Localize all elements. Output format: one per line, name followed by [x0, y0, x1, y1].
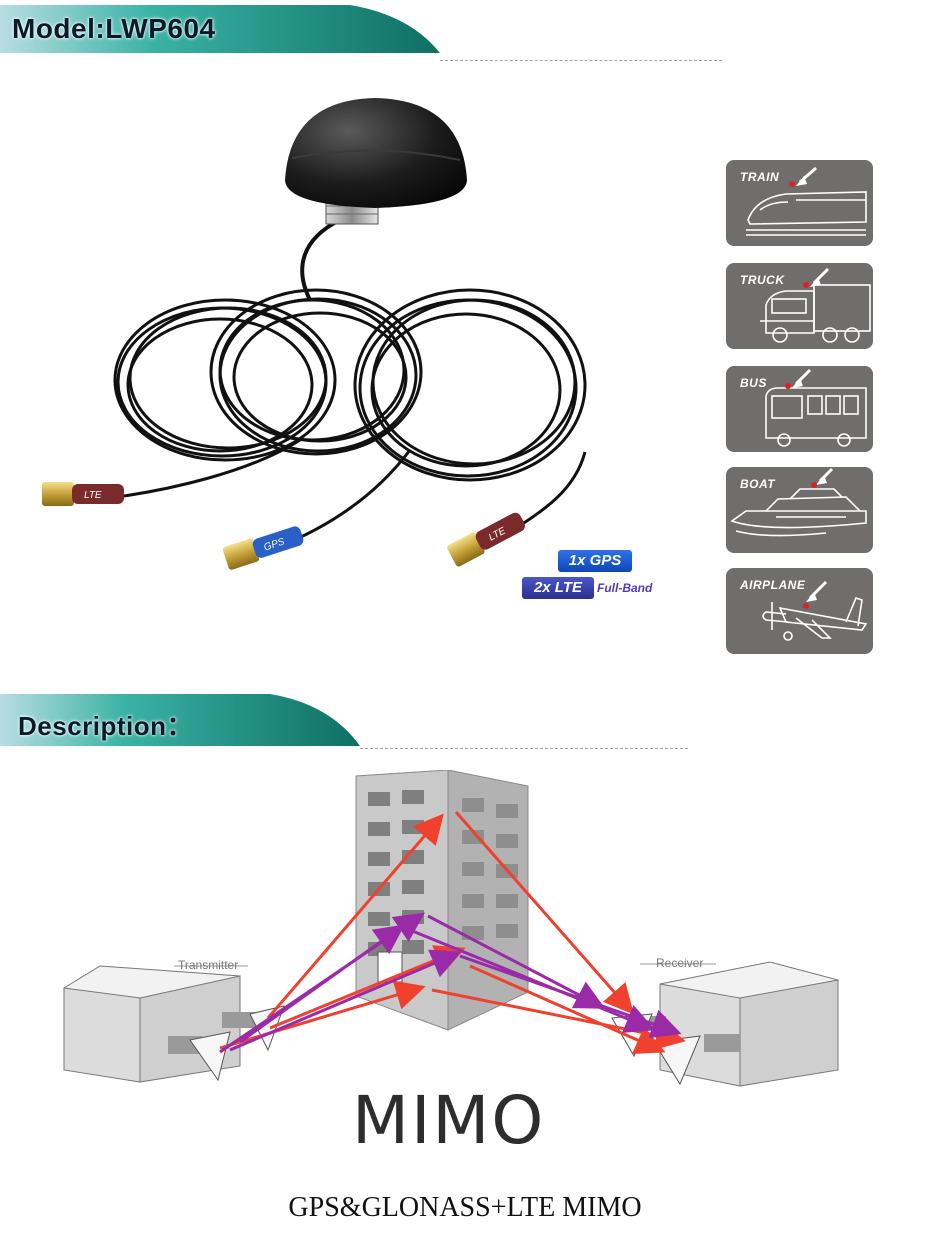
- banner-rule: [440, 60, 722, 61]
- lte-connector-left: LTE: [42, 482, 124, 506]
- full-band-note: Full-Band: [597, 581, 653, 595]
- gps-connector: GPS: [222, 526, 304, 570]
- connector-label: LTE: [84, 490, 102, 501]
- gps-badge: 1x GPS: [558, 550, 632, 572]
- antenna-dome: [285, 98, 467, 208]
- airplane-icon: [762, 580, 868, 641]
- model-banner: Model:LWP604: [0, 5, 730, 61]
- receiver: [611, 961, 839, 1087]
- transmitter-label: Transmitter: [178, 958, 238, 972]
- vehicle-card-bus: BUS: [726, 366, 873, 452]
- spec-badges: 1x GPS 2x LTE Full-Band: [520, 548, 680, 608]
- vehicle-label: BOAT: [740, 477, 776, 491]
- vehicle-label: TRUCK: [740, 273, 785, 287]
- vehicle-card-train: TRAIN: [726, 160, 873, 246]
- vehicle-label: AIRPLANE: [740, 578, 806, 592]
- vehicle-card-airplane: AIRPLANE: [726, 568, 873, 654]
- train-icon: [746, 166, 867, 236]
- lte-badge: 2x LTE: [522, 577, 594, 599]
- footer-caption: GPS&GLONASS+LTE MIMO: [288, 1192, 642, 1223]
- truck-icon: [760, 267, 871, 343]
- boat-icon: [730, 467, 867, 537]
- mimo-diagram: Transmitter Receiver: [63, 770, 839, 1087]
- banner-rule: [360, 748, 688, 749]
- receiver-label: Receiver: [656, 956, 703, 970]
- vehicle-card-truck: TRUCK: [726, 263, 873, 349]
- banner-shape: [0, 5, 440, 53]
- purple-signal-paths: [219, 912, 682, 1054]
- vehicle-label: TRAIN: [740, 170, 780, 184]
- antenna-product-image: LTE GPS LTE: [42, 98, 587, 570]
- section-title: Description：: [18, 711, 194, 741]
- description-banner: Description：: [0, 694, 700, 749]
- banner-shape: [0, 694, 360, 746]
- vehicle-label: BUS: [740, 376, 767, 390]
- bus-icon: [765, 368, 867, 447]
- cable-coils: [113, 288, 587, 482]
- page-title: Model:LWP604: [12, 13, 216, 44]
- transmitter: [63, 965, 285, 1083]
- mimo-title: MIMO: [352, 1082, 546, 1159]
- lte-connector-right: LTE: [447, 512, 525, 567]
- vehicle-card-boat: BOAT: [726, 467, 873, 553]
